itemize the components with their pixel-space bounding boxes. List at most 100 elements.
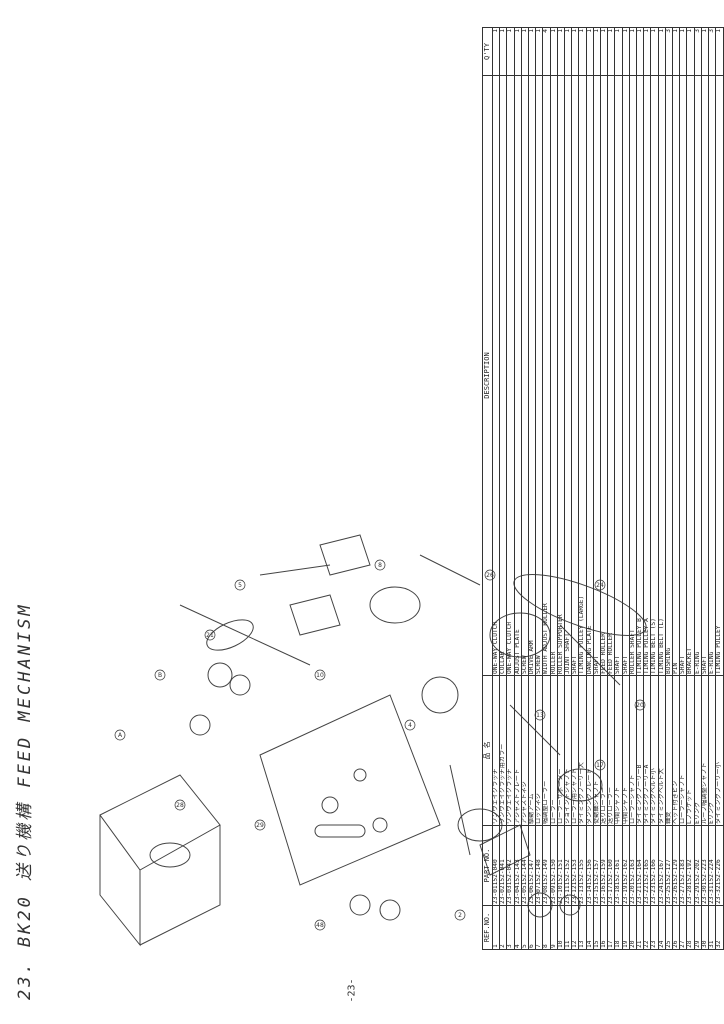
page-title: 23. BK20 送り機構 FEED MECHANISM [15, 602, 35, 1000]
ref-no-cell: 21 [636, 905, 644, 950]
japanese-name-cell: タイミングプーリーA [643, 675, 651, 826]
ref-no-cell: 11 [564, 905, 572, 950]
quantity-cell: 1 [672, 27, 680, 76]
description-cell: ROLLER SHAFT [629, 75, 637, 676]
quantity-cell: 1 [586, 27, 594, 76]
japanese-name-cell: ロックネジ [535, 675, 543, 826]
svg-text:20: 20 [636, 702, 644, 709]
quantity-cell: 1 [521, 27, 529, 76]
quantity-cell: 1 [571, 27, 579, 76]
ref-no-cell: 14 [586, 905, 594, 950]
quantity-cell: 1 [578, 27, 587, 76]
description-cell: TIMING PULLEY [715, 75, 723, 676]
ref-no-cell: 22 [643, 905, 651, 950]
part-no-cell: 23-05152-144 [521, 825, 529, 906]
quantity-cell: 1 [686, 27, 695, 76]
ref-no-cell: 25 [665, 905, 673, 950]
part-no-cell: 23-02152-041 [499, 825, 507, 906]
japanese-name-cell: タイミングプーリー大 [578, 675, 587, 826]
quantity-cell: 1 [492, 27, 500, 76]
description-cell: ONE-WAY CLUTCH [506, 75, 515, 676]
japanese-name-cell: 駆動アーム [528, 675, 536, 826]
part-no-cell: 23-14152-156 [586, 825, 594, 906]
part-no-cell: 23-13152-155 [578, 825, 587, 906]
quantity-cell: 1 [528, 27, 536, 76]
quantity-cell: 1 [607, 27, 615, 76]
japanese-name-cell: ワンウェイクラッチ [492, 675, 500, 826]
quantity-cell: 1 [600, 27, 608, 76]
quantity-cell: 1 [506, 27, 515, 76]
header-description: DESCRIPTION [482, 75, 493, 676]
description-cell: BUSHING [665, 75, 673, 676]
description-cell: JOINT SHAFT [564, 75, 572, 676]
japanese-name-cell: ヘッド付きピン [672, 675, 680, 826]
description-cell: DANCING PLATE [586, 75, 594, 676]
ref-no-cell: 3 [506, 905, 515, 950]
description-cell: BRACKET [686, 75, 695, 676]
ref-no-cell: 1 [492, 905, 500, 950]
description-cell: SHAFT [571, 75, 579, 676]
japanese-name-cell: ローラーシャフト [679, 675, 687, 826]
japanese-name-cell: ローラーサポーター [557, 675, 565, 826]
japanese-name-cell: アジャストプレート [514, 675, 522, 826]
part-no-cell: 23-18152-161 [614, 825, 623, 906]
quantity-cell: 1 [636, 27, 644, 76]
description-cell: COLLAR [499, 75, 507, 676]
part-no-cell: 23-26152-129 [672, 825, 680, 906]
description-cell: ROLLER SUPPORTER [557, 75, 565, 676]
description-cell: ONE-WAY CLUTCH [492, 75, 500, 676]
part-no-cell: 23-11152-152 [564, 825, 572, 906]
svg-text:2: 2 [458, 912, 462, 919]
ref-no-cell: 26 [672, 905, 680, 950]
header-japanese-name: 品 名 [482, 675, 493, 826]
svg-text:8: 8 [378, 562, 382, 569]
svg-text:5: 5 [238, 582, 242, 589]
description-cell: E-RING [708, 75, 716, 676]
ref-no-cell: 8 [542, 905, 551, 950]
description-cell: WIDTH ADJUST ROLLER [542, 75, 551, 676]
quantity-cell: 1 [650, 27, 659, 76]
description-cell: FEED ROLLER [600, 75, 608, 676]
ref-no-cell: 20 [629, 905, 637, 950]
ref-no-cell: 24 [658, 905, 666, 950]
svg-text:4: 4 [408, 722, 412, 729]
description-cell: SHAFT [622, 75, 630, 676]
description-cell: ADJUST PLATE [514, 75, 522, 676]
japanese-name-cell: Eリング [694, 675, 702, 826]
part-no-cell: 23-17152-160 [607, 825, 615, 906]
japanese-name-cell: ローラー用シャフト [571, 675, 579, 826]
japanese-name-cell: ローラー [550, 675, 558, 826]
exploded-parts-diagram: A B 10 21 5 8 26 24 20 17 13 2 48 28 29 … [99, 534, 647, 947]
japanese-name-cell: 送りローラー [600, 675, 608, 826]
quantity-cell: 1 [535, 27, 543, 76]
description-cell: ROLLER [550, 75, 558, 676]
svg-text:A: A [118, 732, 123, 739]
japanese-name-cell: タイミングプーリー小 [715, 675, 723, 826]
part-no-cell: 23-20152-163 [629, 825, 637, 906]
svg-text:B: B [158, 672, 162, 679]
